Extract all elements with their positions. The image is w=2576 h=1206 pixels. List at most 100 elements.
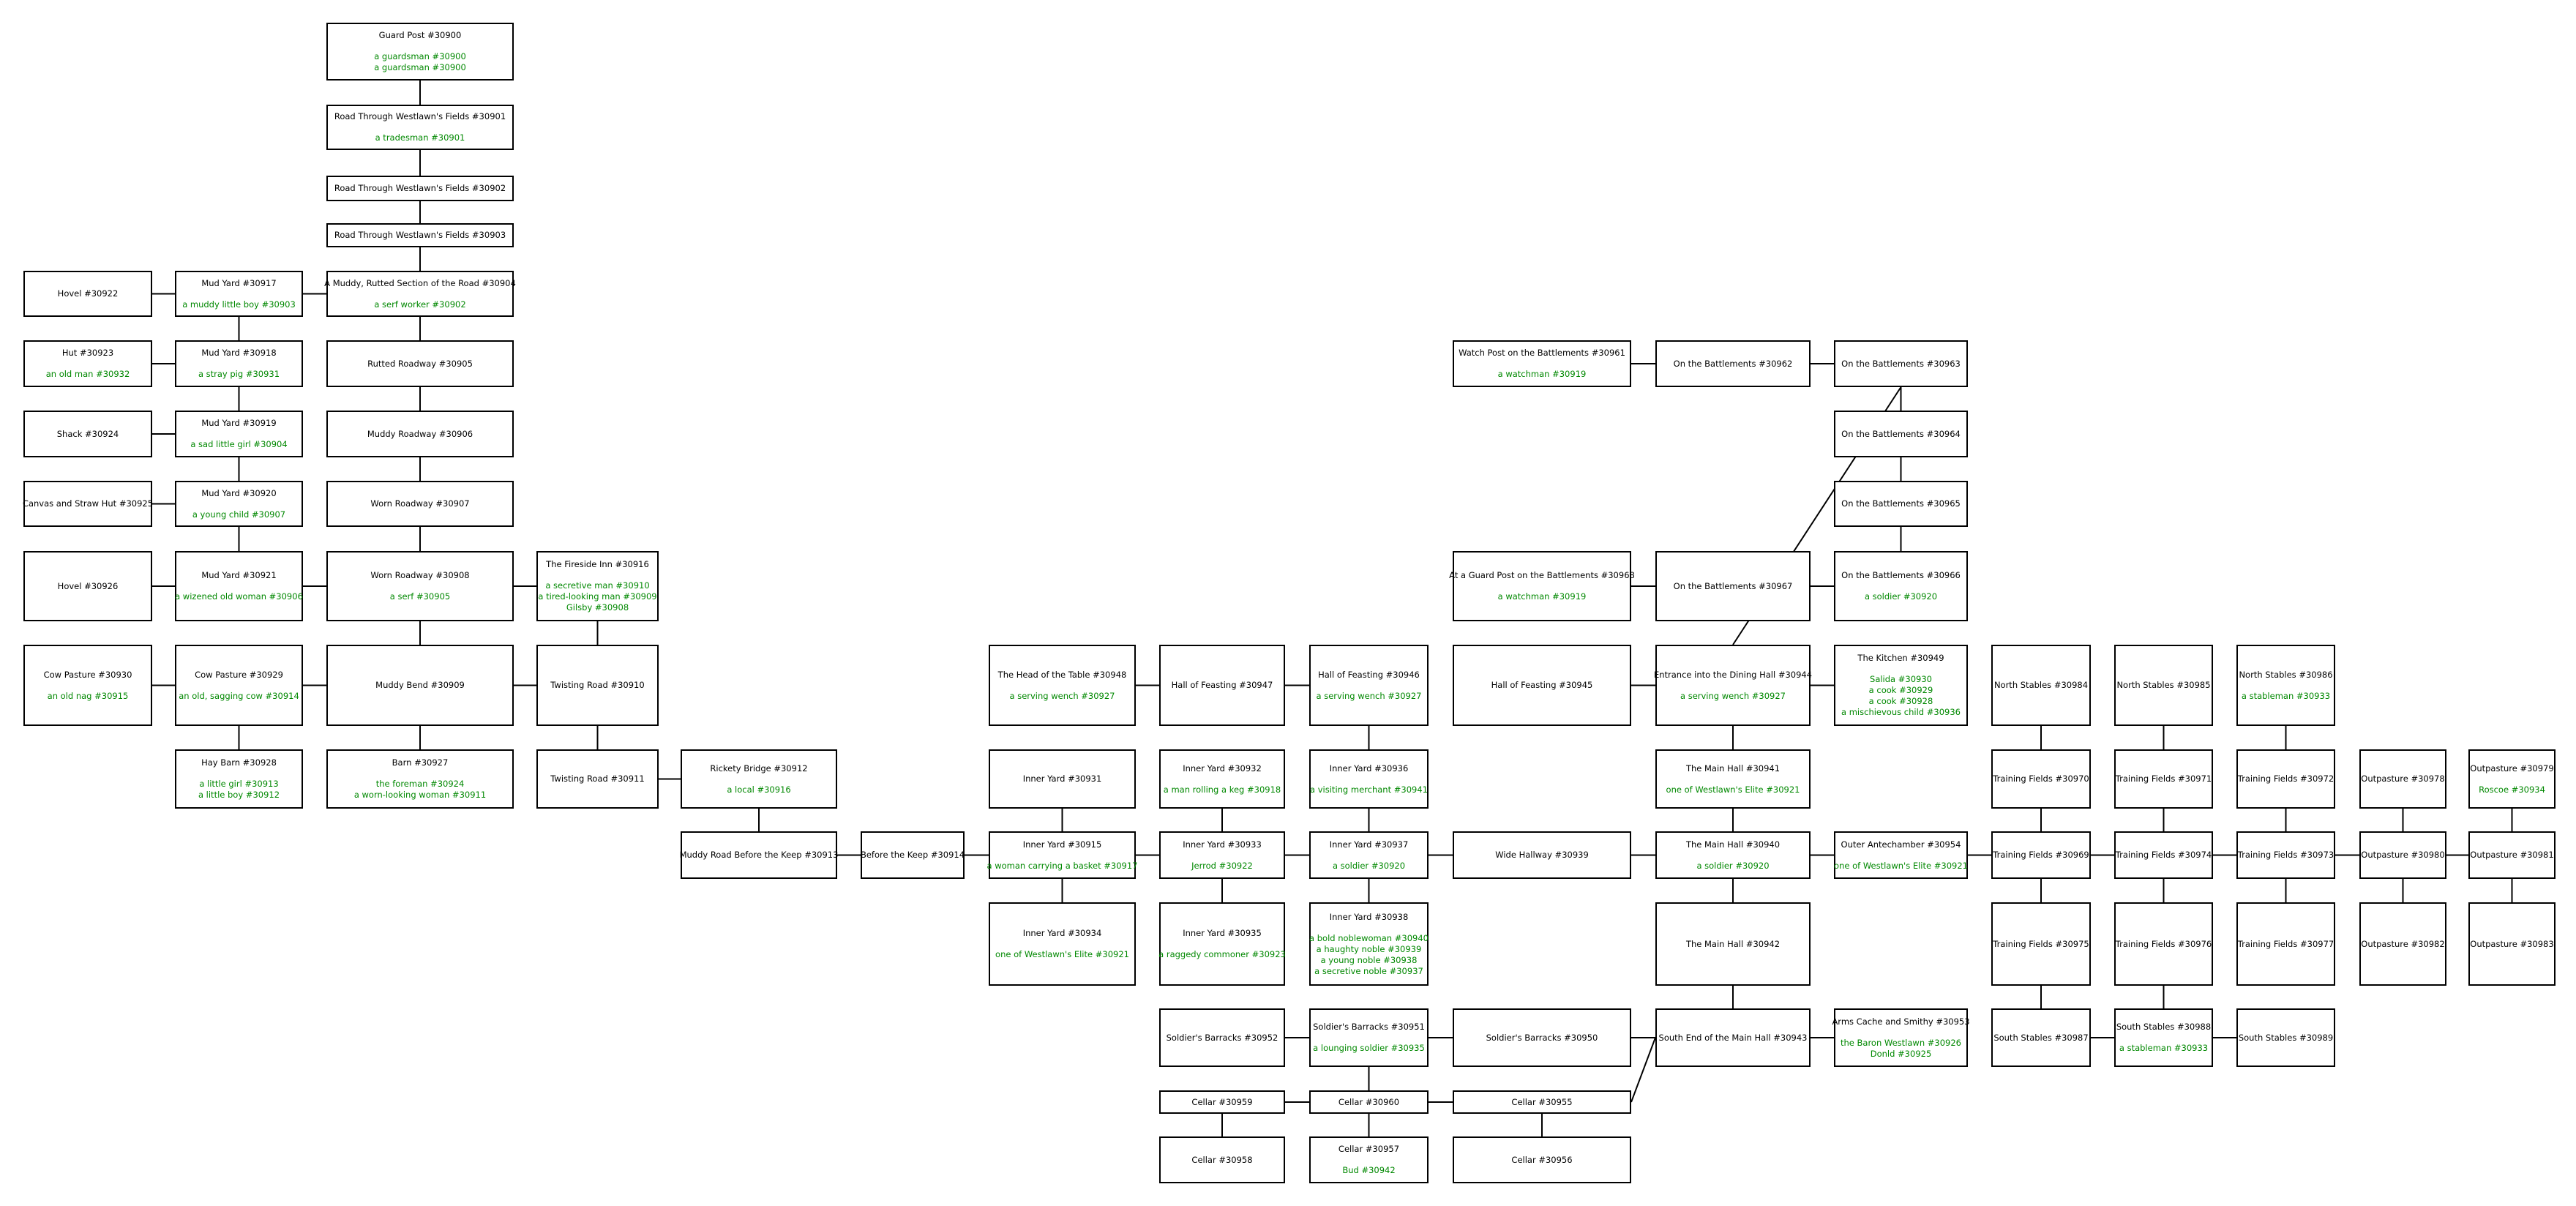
- room-node: South Stables #30989: [2236, 1008, 2335, 1067]
- room-occupant: a cook #30928: [1868, 696, 1933, 706]
- room-node: A Muddy, Rutted Section of the Road #309…: [324, 271, 516, 317]
- room-title: Cellar #30957: [1338, 1144, 1400, 1154]
- room-occupant: a worn-looking woman #30911: [353, 790, 487, 800]
- room-title: Rickety Bridge #30912: [710, 763, 808, 774]
- room-title: North Stables #30985: [2116, 680, 2211, 690]
- room-node: Inner Yard #30937 a soldier #30920: [1309, 831, 1429, 879]
- room-node: Worn Roadway #30907: [326, 481, 514, 527]
- room-title: Inner Yard #30933: [1183, 839, 1262, 850]
- room-title: The Main Hall #30942: [1685, 938, 1781, 949]
- room-node: Muddy Roadway #30906: [326, 411, 514, 457]
- room-occupant: a stableman #30933: [2241, 690, 2331, 701]
- room-occupant: a tired-looking man #30909: [538, 591, 657, 602]
- room-title: Wide Hallway #30939: [1495, 850, 1589, 860]
- room-occupant: a woman carrying a basket #30917: [986, 860, 1138, 871]
- room-occupant: a bold noblewoman #30940: [1309, 932, 1429, 943]
- room-node: Outpasture #30981: [2468, 831, 2556, 879]
- room-occupant: a sad little girl #30904: [190, 439, 288, 449]
- room-occupant: a lounging soldier #30935: [1313, 1043, 1425, 1053]
- room-occupant: a soldier #30920: [1696, 860, 1770, 871]
- room-node: Training Fields #30974: [2114, 831, 2213, 879]
- room-title: Road Through Westlawn's Fields #30901: [334, 111, 506, 121]
- room-title: On the Battlements #30962: [1673, 358, 1793, 369]
- room-title: Training Fields #30974: [2115, 850, 2212, 860]
- room-occupant: the foreman #30924: [375, 779, 465, 789]
- room-title: Hovel #30922: [57, 288, 119, 299]
- room-title: Training Fields #30971: [2115, 774, 2212, 784]
- room-title: Training Fields #30972: [2237, 774, 2334, 784]
- room-title: Training Fields #30970: [1993, 774, 2089, 784]
- room-title: On the Battlements #30967: [1673, 580, 1793, 591]
- room-node: Hovel #30926: [23, 551, 152, 621]
- room-node: Training Fields #30976: [2114, 902, 2213, 986]
- room-title: The Kitchen #30949: [1857, 653, 1944, 663]
- room-title: Hall of Feasting #30946: [1318, 669, 1420, 680]
- room-occupant: a stableman #30933: [2119, 1043, 2209, 1053]
- room-occupant: a soldier #30920: [1332, 860, 1406, 871]
- room-occupant: an old man #30932: [45, 369, 130, 379]
- room-occupant: a muddy little boy #30903: [182, 299, 296, 310]
- room-title: Outpasture #30979: [2470, 763, 2554, 774]
- room-occupant: a wizened old woman #30906: [175, 591, 303, 602]
- room-title: Training Fields #30973: [2237, 850, 2334, 860]
- room-occupant: one of Westlawn's Elite #30921: [1834, 860, 1968, 871]
- room-node: Cellar #30960: [1309, 1090, 1429, 1114]
- room-node: Outpasture #30978: [2359, 749, 2446, 809]
- room-title: Shack #30924: [56, 428, 119, 439]
- room-occupant: a little girl #30913: [199, 779, 279, 789]
- room-title: Muddy Roadway #30906: [367, 428, 473, 439]
- room-occupant: a secretive noble #30937: [1314, 965, 1423, 976]
- room-occupant: a secretive man #30910: [545, 580, 650, 591]
- room-occupant: one of Westlawn's Elite #30921: [1666, 784, 1800, 795]
- room-node: Inner Yard #30931: [989, 749, 1136, 809]
- room-title: The Main Hall #30941: [1685, 763, 1781, 774]
- room-node: Hovel #30922: [23, 271, 152, 317]
- room-title: Training Fields #30977: [2237, 938, 2334, 949]
- room-title: Inner Yard #30931: [1022, 774, 1102, 784]
- room-node: Cellar #30955: [1453, 1090, 1631, 1114]
- room-title: Road Through Westlawn's Fields #30903: [334, 230, 506, 240]
- room-node: Training Fields #30973: [2236, 831, 2335, 879]
- room-title: The Fireside Inn #30916: [546, 559, 649, 569]
- room-title: Twisting Road #30911: [550, 774, 645, 784]
- room-title: Worn Roadway #30907: [370, 498, 470, 509]
- room-title: Muddy Bend #30909: [375, 680, 465, 690]
- room-title: Mud Yard #30921: [201, 570, 277, 580]
- room-title: Inner Yard #30937: [1329, 839, 1409, 850]
- room-node: Training Fields #30977: [2236, 902, 2335, 986]
- room-occupant: a serf #30905: [389, 591, 451, 602]
- room-title: Inner Yard #30936: [1329, 763, 1409, 774]
- room-occupant: the Baron Westlawn #30926: [1840, 1037, 1961, 1048]
- room-title: Soldier's Barracks #30951: [1313, 1022, 1425, 1032]
- room-node: Twisting Road #30910: [536, 645, 659, 726]
- room-title: Outpasture #30980: [2361, 850, 2445, 860]
- room-title: Muddy Road Before the Keep #30913: [679, 850, 839, 860]
- room-title: A Muddy, Rutted Section of the Road #309…: [324, 277, 516, 288]
- room-node: On the Battlements #30964: [1834, 411, 1968, 457]
- room-title: Cow Pasture #30929: [195, 669, 283, 680]
- room-occupant: an old nag #30915: [47, 690, 129, 701]
- room-node: Mud Yard #30921 a wizened old woman #3090…: [175, 551, 303, 621]
- room-node: South End of the Main Hall #30943: [1655, 1008, 1811, 1067]
- room-occupant: a young noble #30938: [1320, 954, 1418, 965]
- room-node: Training Fields #30972: [2236, 749, 2335, 809]
- room-title: Inner Yard #30935: [1183, 928, 1262, 938]
- room-title: Inner Yard #30932: [1183, 763, 1262, 774]
- room-title: Outpasture #30978: [2361, 774, 2445, 784]
- room-node: The Main Hall #30941 one of Westlawn's El…: [1655, 749, 1811, 809]
- room-occupant: a soldier #30920: [1864, 591, 1938, 602]
- room-title: The Head of the Table #30948: [997, 669, 1127, 680]
